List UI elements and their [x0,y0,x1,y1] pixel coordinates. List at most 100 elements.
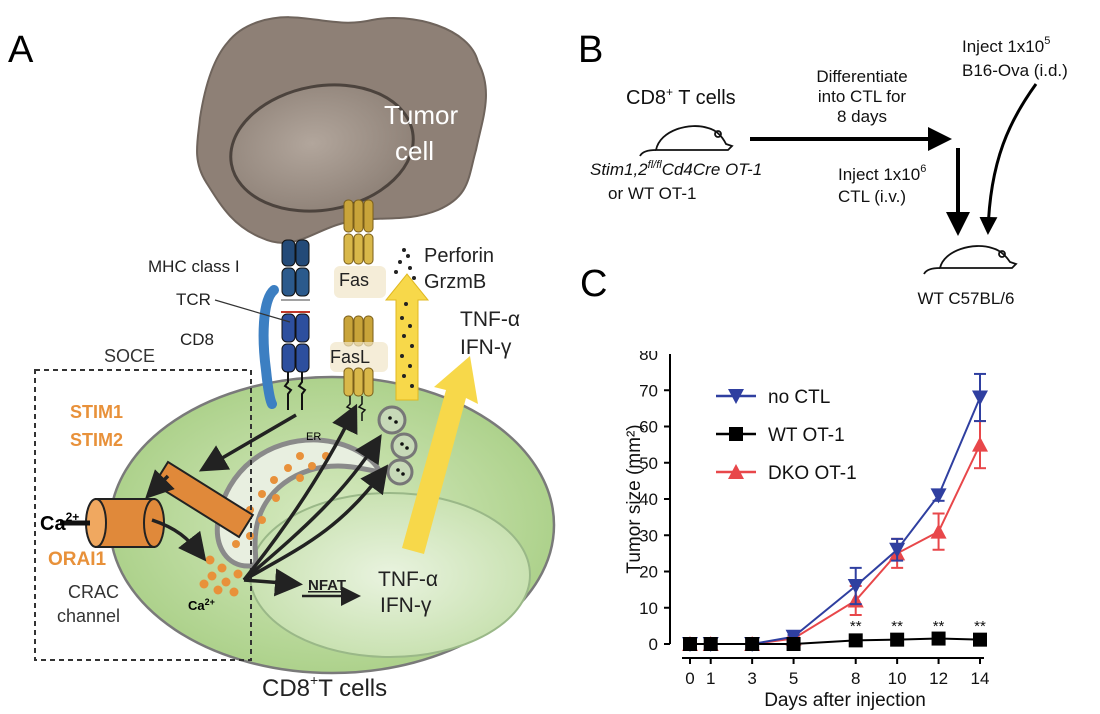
fas-label: Fas [339,270,369,290]
tnf-in-label: TNF-α [378,568,438,591]
x-tick-label: 12 [929,669,948,688]
soce-label: SOCE [104,346,155,366]
grzmb-label: GrzmB [424,271,486,293]
significance-annotation: ** [933,618,945,635]
orai1-label: ORAI1 [48,549,107,570]
data-point-no-ctl [930,488,947,504]
data-point-wt-ot-1 [786,637,801,651]
ifn-in-label: IFN-γ [380,594,432,617]
cd8-coreceptor [258,285,279,409]
granule-dots [394,248,416,388]
ca-small-label: Ca2+ [188,597,215,613]
data-point-dko-ot-1 [972,436,988,452]
legend-marker-wt-ot-1 [729,427,743,441]
er-label: ER [306,431,321,443]
fas-receptor [334,199,386,298]
cd8-tcells-label: CD8+ T cells [626,85,736,109]
cytotoxic-granules [377,405,418,486]
data-point-wt-ot-1 [745,637,760,651]
ifn-top-label: IFN-γ [460,336,512,359]
perforin-arrow [384,273,430,401]
significance-annotation: ** [850,618,862,635]
inject-ctl-label-2: CTL (i.v.) [838,187,906,206]
tumor-label-2: cell [395,136,434,166]
recipient-mouse-icon [923,245,1018,275]
inject-b16-arrow [979,83,1038,235]
er-calcium-dots [232,452,330,548]
data-point-wt-ot-1 [848,633,863,648]
y-tick-label: 60 [639,418,658,437]
significance-annotation: ** [974,618,986,635]
y-axis-label: Tumor size (mm²) [624,424,645,573]
crac-label-2: channel [57,606,120,626]
legend-marker-dko-ot-1 [728,464,744,479]
data-point-wt-ot-1 [703,637,718,651]
x-tick-label: 3 [747,669,756,688]
cytosolic-calcium-dots [199,555,243,597]
tnf-top-label: TNF-α [460,308,520,331]
data-point-no-ctl [972,390,988,406]
stim-genotype-label: Stim1,2fl/flCd4Cre OT-1 [590,159,762,179]
data-point-no-ctl [847,579,864,594]
y-tick-label: 0 [649,635,658,654]
x-tick-label: 14 [971,669,990,688]
tumor-label-1: Tumor [384,100,458,130]
differentiate-label-1: Differentiate [816,67,907,86]
nfat-label: NFAT [308,577,346,594]
differentiate-label-3: 8 days [837,107,887,126]
legend-label-wt-ot-1: WT OT-1 [768,425,845,446]
panel-c-letter: C [580,263,607,305]
signaling-arrows [145,403,389,597]
x-tick-label: 8 [851,669,860,688]
inject-ctl-label-1: Inject 1x106 [838,163,926,184]
tcr-mhc-complex [281,239,310,410]
data-point-wt-ot-1 [683,637,697,651]
y-tick-label: 10 [639,599,658,618]
fasl-ligand [330,315,388,421]
x-axis-label: Days after injection [764,690,926,711]
data-point-wt-ot-1 [973,632,987,647]
tumor-nucleus [229,83,415,213]
ca-main-label: Ca2+ [40,510,79,535]
tcr-label: TCR [176,290,211,309]
stim1-label: STIM1 [70,402,123,422]
significance-annotation: ** [891,618,903,635]
t-cell-label: CD8+T cells [262,672,387,702]
y-tick-label: 40 [639,490,658,509]
x-tick-label: 5 [789,669,798,688]
recipient-label: WT C57BL/6 [917,289,1014,308]
wt-ot1-label: or WT OT-1 [608,184,696,203]
stim2-label: STIM2 [70,430,123,450]
y-tick-label: 70 [639,381,658,400]
panel-b-letter: B [578,29,603,71]
legend-label-no-ctl: no CTL [768,387,830,408]
differentiate-label-2: into CTL for [818,87,907,106]
panel-a-letter: A [8,29,34,71]
panel-b: B CD8+ T cells Stim1,2fl/flCd4Cre OT-1 o… [578,29,1068,308]
orai1-channel [60,498,165,548]
fasl-label: FasL [330,347,370,367]
crac-label-1: CRAC [68,582,119,602]
legend-label-dko-ot-1: DKO OT-1 [768,463,857,484]
y-tick-label: 30 [639,526,658,545]
x-tick-label: 1 [706,669,715,688]
data-point-wt-ot-1 [931,631,946,646]
data-point-wt-ot-1 [890,632,905,647]
cytokine-arrow [402,356,478,554]
inject-b16-label-2: B16-Ova (i.d.) [962,61,1068,80]
donor-mouse-icon [639,125,734,157]
er-organelle [214,437,385,569]
cd8-label: CD8 [180,330,214,349]
perforin-label: Perforin [424,245,494,267]
x-tick-label: 10 [888,669,907,688]
y-tick-label-partial: 80 [639,345,658,364]
inject-b16-label-1: Inject 1x105 [962,35,1050,56]
panel-a: A Tumor cell ER Ca2+ SOCE STI [8,16,556,702]
x-tick-label: 0 [685,669,694,688]
legend-marker-no-ctl [728,389,744,404]
y-tick-label: 20 [639,563,658,582]
y-tick-label: 50 [639,454,658,473]
